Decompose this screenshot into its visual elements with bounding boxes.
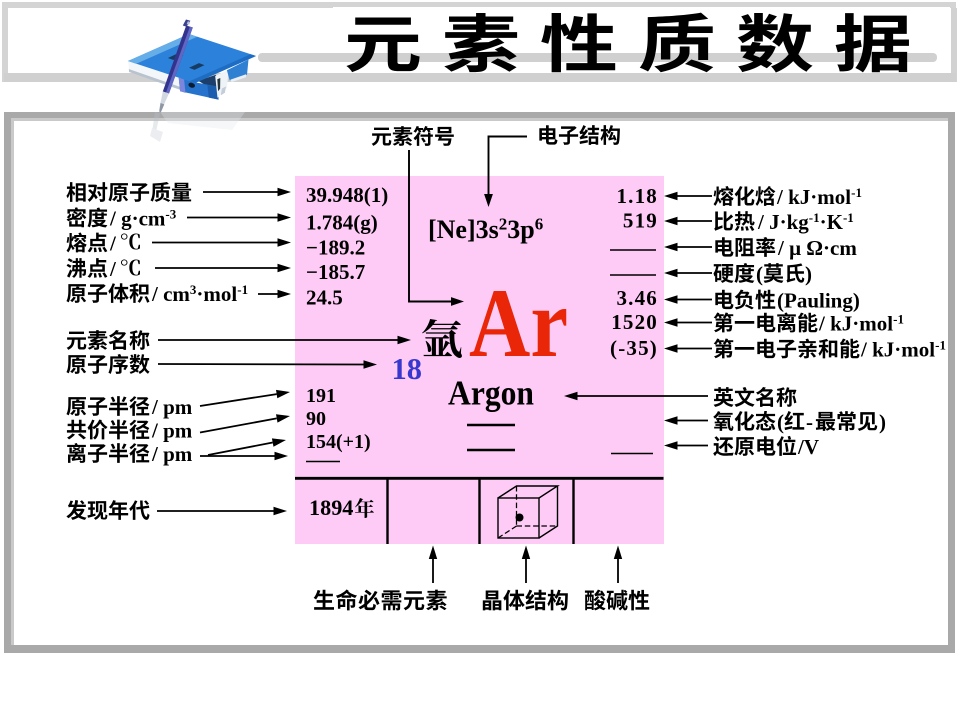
svg-text:Ar: Ar: [469, 269, 568, 378]
svg-text:): ): [879, 410, 886, 434]
svg-text:154(+1): 154(+1): [306, 431, 371, 453]
svg-text:/ kJ·mol-1: / kJ·mol-1: [818, 312, 904, 336]
svg-text:3.46: 3.46: [616, 286, 658, 310]
svg-text:-: -: [806, 410, 813, 434]
svg-text:39.948(1): 39.948(1): [306, 183, 388, 207]
svg-text:1894: 1894: [309, 495, 353, 520]
svg-text:(-35): (-35): [610, 336, 658, 360]
svg-text:): ): [805, 262, 812, 286]
svg-text:/ kJ·mol-1: / kJ·mol-1: [860, 338, 946, 362]
svg-text:1520: 1520: [611, 310, 658, 334]
svg-text:191: 191: [306, 385, 336, 407]
svg-text:(: (: [756, 262, 763, 286]
svg-text:(: (: [777, 410, 784, 434]
svg-text:/ kJ·mol-1: / kJ·mol-1: [776, 185, 862, 209]
svg-text:/ cm3·mol-1: / cm3·mol-1: [151, 282, 248, 306]
svg-text:[Ne]3s23p6: [Ne]3s23p6: [428, 214, 543, 244]
svg-text:18: 18: [392, 352, 423, 386]
svg-text:/ pm: / pm: [151, 395, 193, 419]
svg-text:−185.7: −185.7: [306, 260, 365, 284]
svg-text:/ J·kg-1·K-1: / J·kg-1·K-1: [757, 210, 854, 234]
svg-text:1.18: 1.18: [616, 184, 658, 208]
svg-text:(Pauling): (Pauling): [777, 289, 860, 313]
svg-text:/V: /V: [797, 435, 819, 459]
svg-text:/ g·cm-3: / g·cm-3: [109, 207, 177, 231]
svg-text:/: /: [109, 232, 117, 256]
svg-text:24.5: 24.5: [306, 285, 343, 309]
svg-text:90: 90: [306, 408, 326, 430]
svg-text:−189.2: −189.2: [306, 235, 365, 259]
svg-text:/ μ Ω·cm: / μ Ω·cm: [777, 236, 857, 260]
svg-text:/ pm: / pm: [151, 419, 193, 443]
svg-text:1.784(g): 1.784(g): [306, 210, 378, 234]
svg-text:/: /: [109, 257, 117, 281]
svg-text:/ pm: / pm: [151, 442, 193, 466]
svg-text:519: 519: [623, 208, 658, 232]
svg-text:Argon: Argon: [448, 375, 534, 413]
